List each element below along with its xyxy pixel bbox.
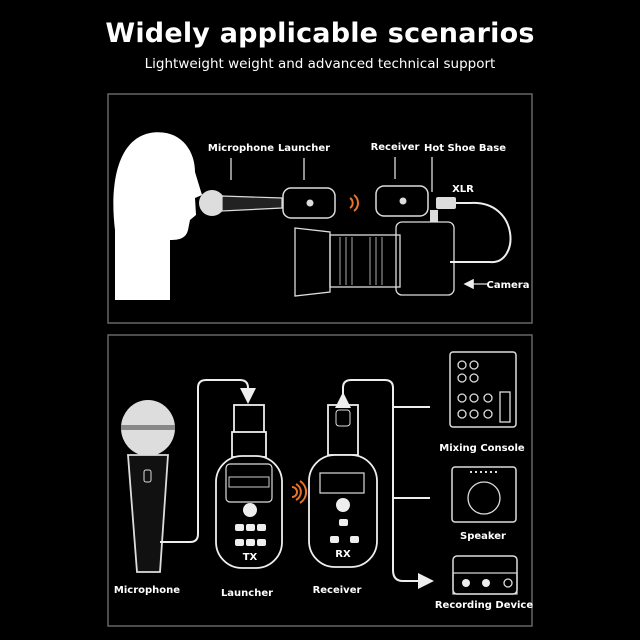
label-hot-shoe-base: Hot Shoe Base (424, 143, 506, 154)
label-top-receiver: Receiver (371, 142, 420, 153)
label-mixing-console: Mixing Console (439, 443, 525, 454)
page-subtitle: Lightweight weight and advanced technica… (144, 56, 496, 72)
label-camera: Camera (487, 280, 530, 291)
camera-illustration (294, 210, 455, 297)
mixing-console-icon (449, 351, 517, 428)
label-bottom-launcher: Launcher (221, 588, 273, 599)
label-top-launcher: Launcher (278, 143, 330, 154)
top-microphone (199, 190, 283, 216)
recording-device-icon (452, 555, 518, 595)
launcher-tx-device: TX (215, 404, 283, 569)
bottom-microphone (121, 400, 175, 573)
label-xlr: XLR (452, 184, 474, 195)
rx-mark: RX (335, 549, 351, 560)
cable-mic-to-launcher (160, 379, 256, 543)
label-recording-device: Recording Device (435, 600, 534, 611)
receiver-rx-device: RX (308, 404, 378, 568)
label-bottom-receiver: Receiver (313, 585, 362, 596)
page-title: Widely applicable scenarios (105, 18, 535, 49)
label-bottom-microphone: Microphone (114, 585, 180, 596)
head-silhouette (113, 132, 202, 300)
speaker-icon (451, 466, 517, 523)
wireless-signal-icon-bottom (291, 480, 307, 504)
cable-receiver-output (342, 379, 428, 582)
wireless-signal-icon (349, 194, 359, 212)
tx-mark: TX (243, 552, 258, 563)
xlr-cable (440, 201, 512, 264)
label-top-microphone: Microphone (208, 143, 274, 154)
label-speaker: Speaker (460, 531, 506, 542)
